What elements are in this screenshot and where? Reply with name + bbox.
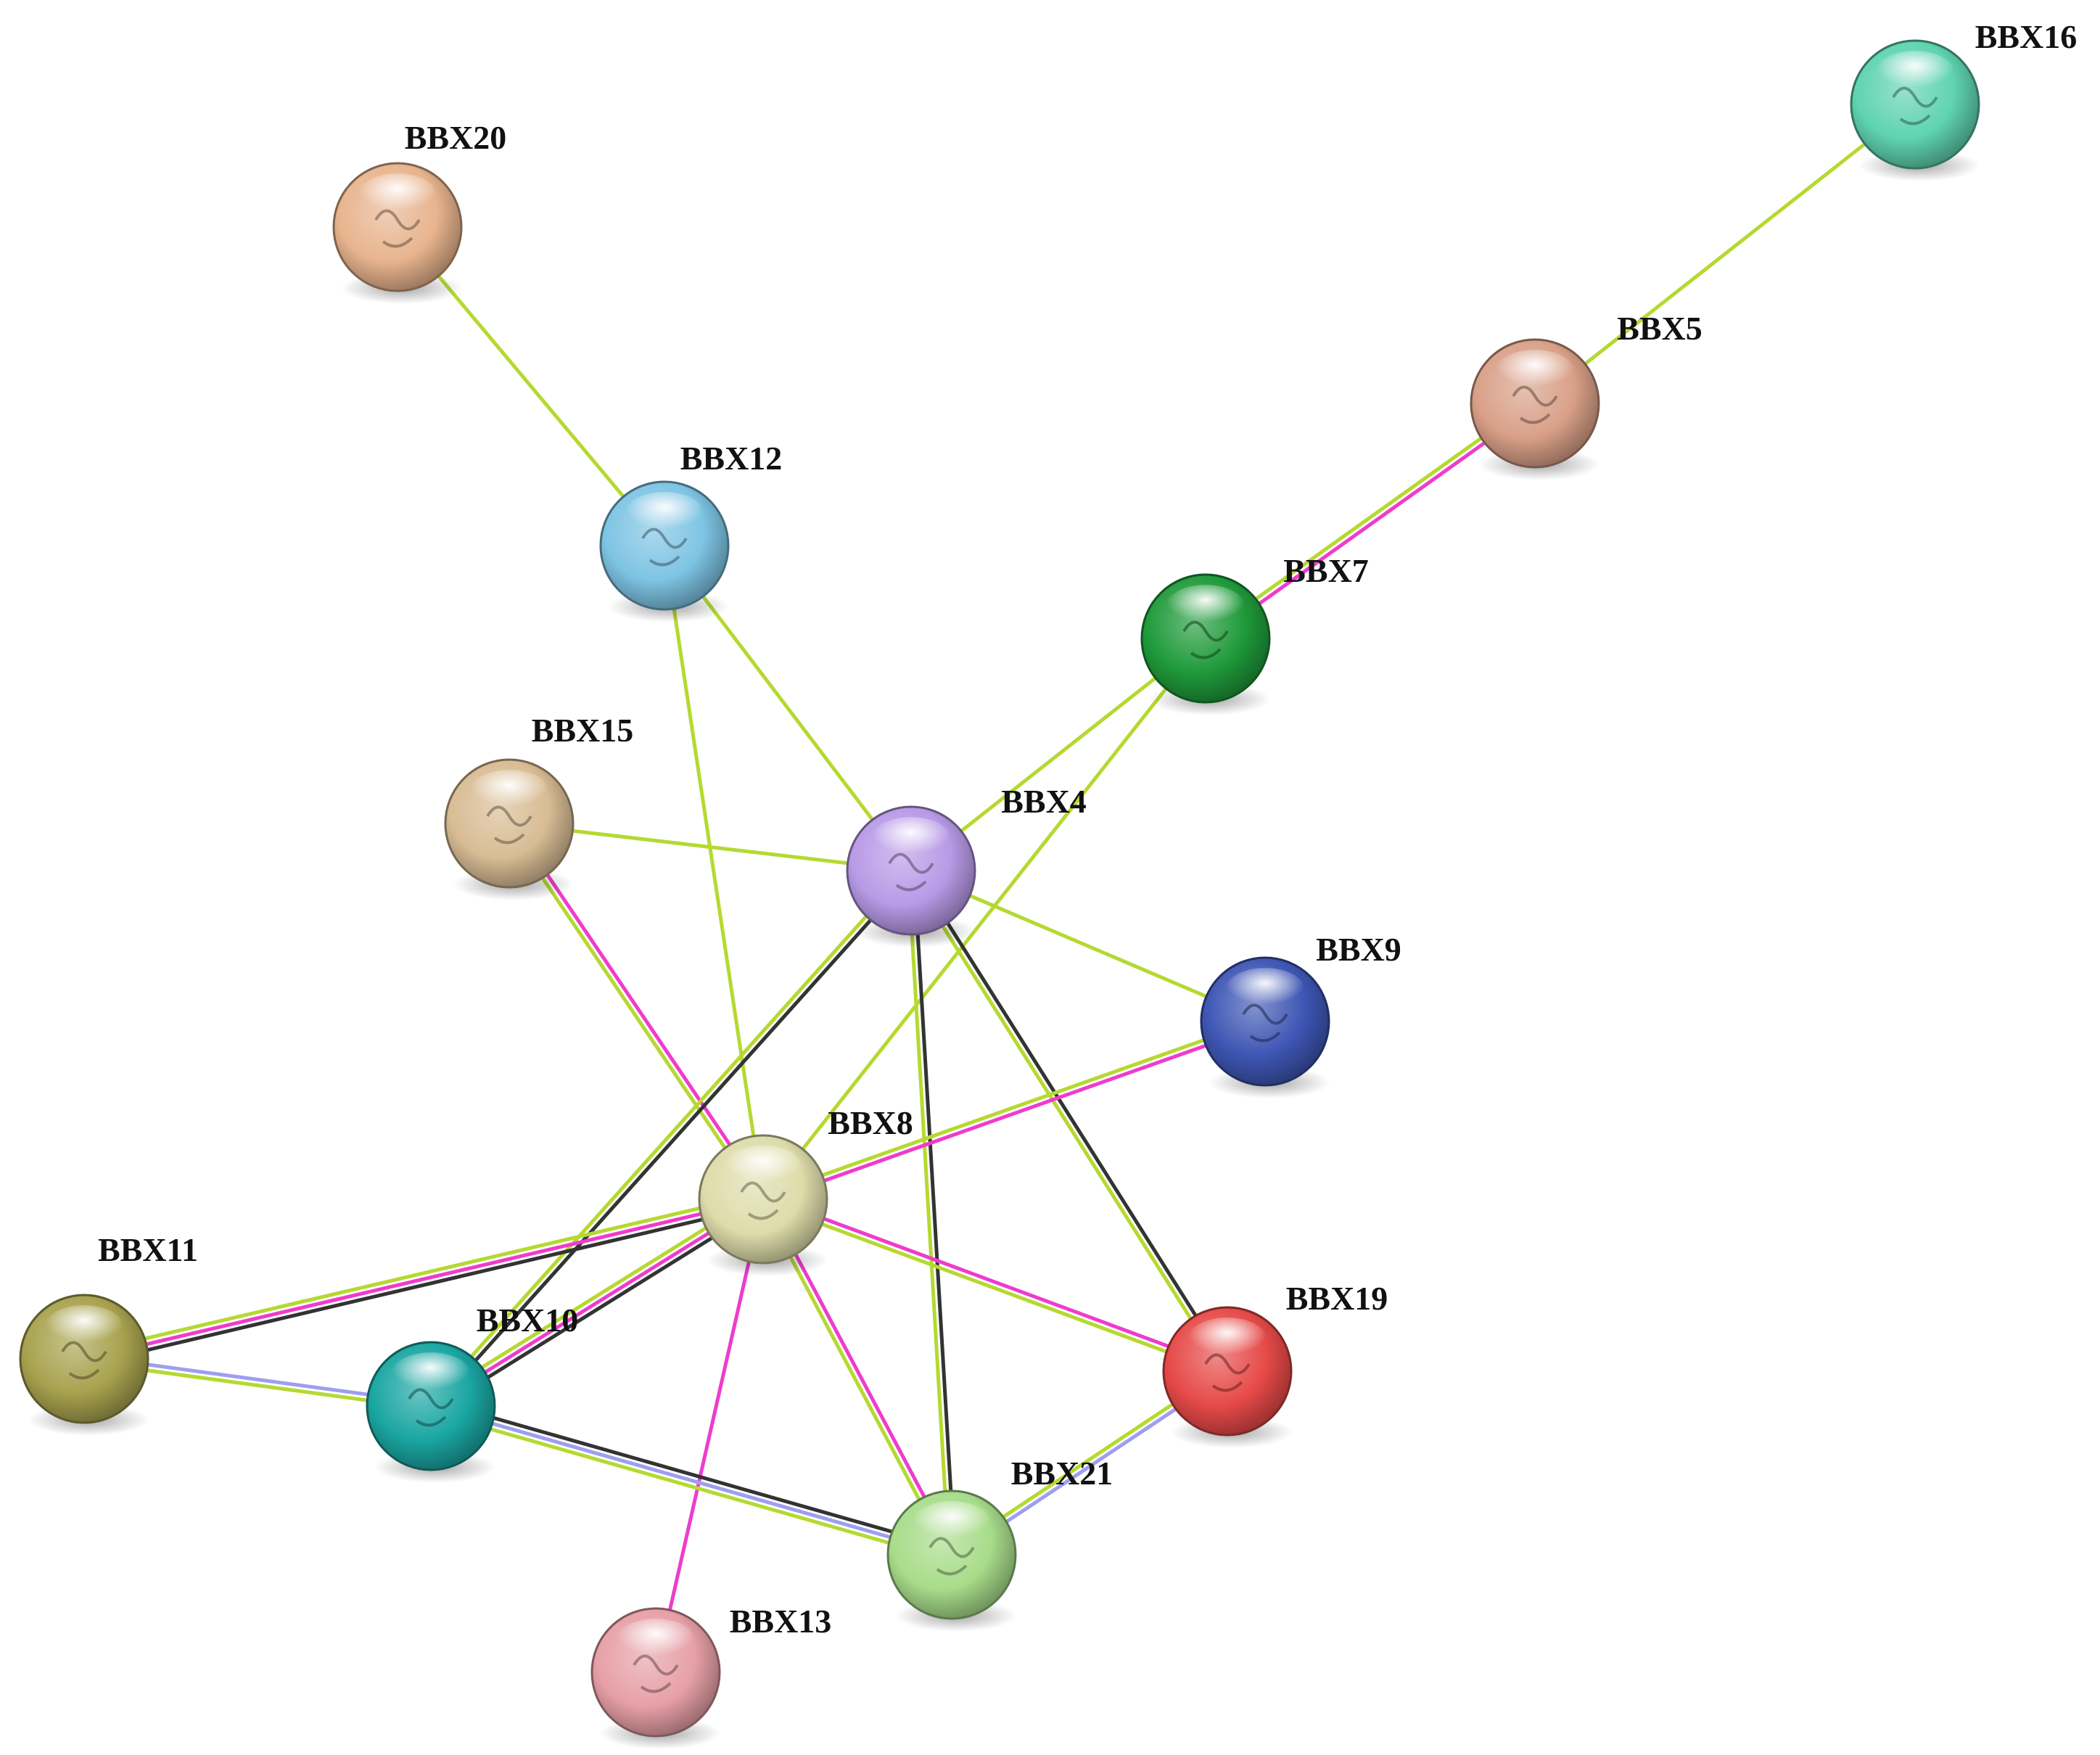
edge-line-experimental bbox=[82, 1197, 765, 1361]
protein-structure-icon bbox=[374, 209, 421, 248]
edge-line-textmining bbox=[427, 866, 911, 1406]
edge-bbx10-bbx21 bbox=[427, 1398, 955, 1563]
edge-line-textmining bbox=[662, 543, 765, 1201]
edge-line-textmining bbox=[507, 821, 913, 873]
node-label-bbx13: BBX13 bbox=[730, 1603, 832, 1640]
edge-line-experimental bbox=[762, 1022, 1268, 1204]
edge-line-textmining bbox=[906, 868, 951, 1557]
node-gloss bbox=[616, 1619, 696, 1662]
node-bbx15[interactable] bbox=[444, 758, 575, 900]
edge-line-textmining bbox=[1202, 399, 1536, 638]
edge-line-coexpression bbox=[911, 867, 1232, 1372]
node-bbx13[interactable] bbox=[590, 1607, 721, 1749]
node-gloss bbox=[391, 1352, 471, 1396]
node-gloss bbox=[723, 1146, 803, 1189]
node-bbx20[interactable] bbox=[332, 162, 463, 304]
node-gloss bbox=[912, 1501, 992, 1545]
node-bbx12[interactable] bbox=[599, 480, 730, 622]
edge-bbx12-bbx8 bbox=[662, 543, 765, 1201]
edge-line-textmining bbox=[81, 1191, 764, 1355]
labels-layer: BBX20 BBX16BBX5BBX12BBX7BBX15BBX4BBX9BBX8… bbox=[98, 18, 2077, 1640]
node-gloss bbox=[469, 770, 549, 813]
edge-bbx8-bbx19 bbox=[760, 1194, 1230, 1376]
node-label-bbx21: BBX21 bbox=[1011, 1455, 1113, 1492]
node-gloss bbox=[358, 173, 437, 217]
node-gloss bbox=[44, 1305, 124, 1349]
edge-line-textmining bbox=[426, 1192, 762, 1403]
edge-bbx4-bbx19 bbox=[907, 867, 1232, 1375]
protein-structure-icon bbox=[61, 1341, 107, 1380]
edge-line-experimental bbox=[1205, 403, 1539, 643]
node-label-bbx16: BBX16 bbox=[1975, 18, 2078, 55]
protein-structure-icon bbox=[740, 1181, 786, 1220]
edge-line-textmining bbox=[760, 1016, 1267, 1199]
node-bbx5[interactable] bbox=[1470, 338, 1600, 480]
node-label-bbx11: BBX11 bbox=[98, 1231, 198, 1268]
protein-structure-icon bbox=[486, 805, 532, 844]
node-label-bbx4: BBX4 bbox=[1001, 783, 1087, 820]
node-label-bbx19: BBX19 bbox=[1286, 1280, 1388, 1317]
node-bbx21[interactable] bbox=[886, 1489, 1017, 1632]
protein-structure-icon bbox=[408, 1388, 454, 1427]
node-gloss bbox=[871, 817, 951, 860]
node-label-bbx9: BBX9 bbox=[1316, 931, 1401, 968]
edge-line-experimental bbox=[654, 1197, 765, 1674]
node-bbx16[interactable] bbox=[1850, 39, 1980, 181]
node-bbx8[interactable] bbox=[698, 1134, 828, 1276]
edge-bbx9-bbx8 bbox=[760, 1016, 1268, 1204]
node-bbx11[interactable] bbox=[19, 1294, 149, 1436]
edge-line-coexpression bbox=[430, 1398, 955, 1551]
edge-bbx8-bbx11 bbox=[81, 1191, 767, 1367]
protein-structure-icon bbox=[928, 1537, 975, 1576]
node-bbx7[interactable] bbox=[1140, 573, 1271, 715]
node-bbx19[interactable] bbox=[1162, 1306, 1293, 1448]
protein-structure-icon bbox=[1182, 620, 1229, 659]
edge-line-textmining bbox=[760, 1200, 1229, 1376]
node-gloss bbox=[1166, 585, 1245, 628]
node-label-bbx8: BBX8 bbox=[828, 1104, 913, 1141]
edge-bbx8-bbx10 bbox=[426, 1192, 768, 1413]
edge-bbx15-bbx4 bbox=[507, 821, 913, 873]
protein-structure-icon bbox=[1512, 385, 1558, 424]
node-label-bbx20: BBX20 bbox=[405, 119, 507, 156]
edge-line-experimental bbox=[429, 1197, 765, 1408]
node-gloss bbox=[1187, 1318, 1267, 1361]
edge-line-textmining bbox=[907, 870, 1227, 1375]
node-gloss bbox=[1875, 51, 1955, 94]
node-gloss bbox=[1495, 350, 1575, 393]
edge-line-textmining bbox=[761, 636, 1208, 1201]
node-bbx4[interactable] bbox=[846, 805, 976, 948]
node-label-bbx5: BBX5 bbox=[1617, 310, 1702, 347]
edge-line-coexpression bbox=[431, 871, 915, 1410]
node-label-bbx15: BBX15 bbox=[532, 712, 634, 749]
edge-line-coexpression bbox=[912, 868, 957, 1557]
protein-structure-icon bbox=[888, 852, 934, 892]
edge-line-experimental bbox=[762, 1194, 1230, 1370]
edge-bbx16-bbx5 bbox=[1533, 102, 1917, 406]
node-gloss bbox=[625, 492, 704, 535]
protein-structure-icon bbox=[633, 1654, 679, 1693]
edge-line-coexpression bbox=[83, 1203, 767, 1367]
edge-bbx8-bbx13 bbox=[654, 1197, 765, 1674]
protein-structure-icon bbox=[1204, 1353, 1251, 1392]
protein-structure-icon bbox=[1892, 86, 1938, 126]
edge-line-homology bbox=[429, 1404, 954, 1557]
node-gloss bbox=[1225, 968, 1305, 1011]
node-label-bbx12: BBX12 bbox=[680, 440, 783, 477]
edge-bbx5-bbx7 bbox=[1202, 399, 1539, 643]
protein-structure-icon bbox=[1242, 1003, 1288, 1043]
edge-line-textmining bbox=[427, 1410, 952, 1563]
node-bbx10[interactable] bbox=[366, 1341, 496, 1483]
protein-structure-icon bbox=[641, 527, 688, 567]
node-label-bbx7: BBX7 bbox=[1283, 552, 1369, 589]
edge-bbx7-bbx8 bbox=[761, 636, 1208, 1201]
node-label-bbx10: BBX10 bbox=[477, 1302, 579, 1339]
edge-line-textmining bbox=[1533, 102, 1917, 406]
edge-bbx4-bbx10 bbox=[427, 866, 915, 1410]
edge-line-coexpression bbox=[432, 1202, 768, 1413]
node-bbx9[interactable] bbox=[1200, 956, 1330, 1098]
edge-bbx4-bbx21 bbox=[906, 868, 957, 1557]
nodes-layer bbox=[19, 39, 1980, 1749]
